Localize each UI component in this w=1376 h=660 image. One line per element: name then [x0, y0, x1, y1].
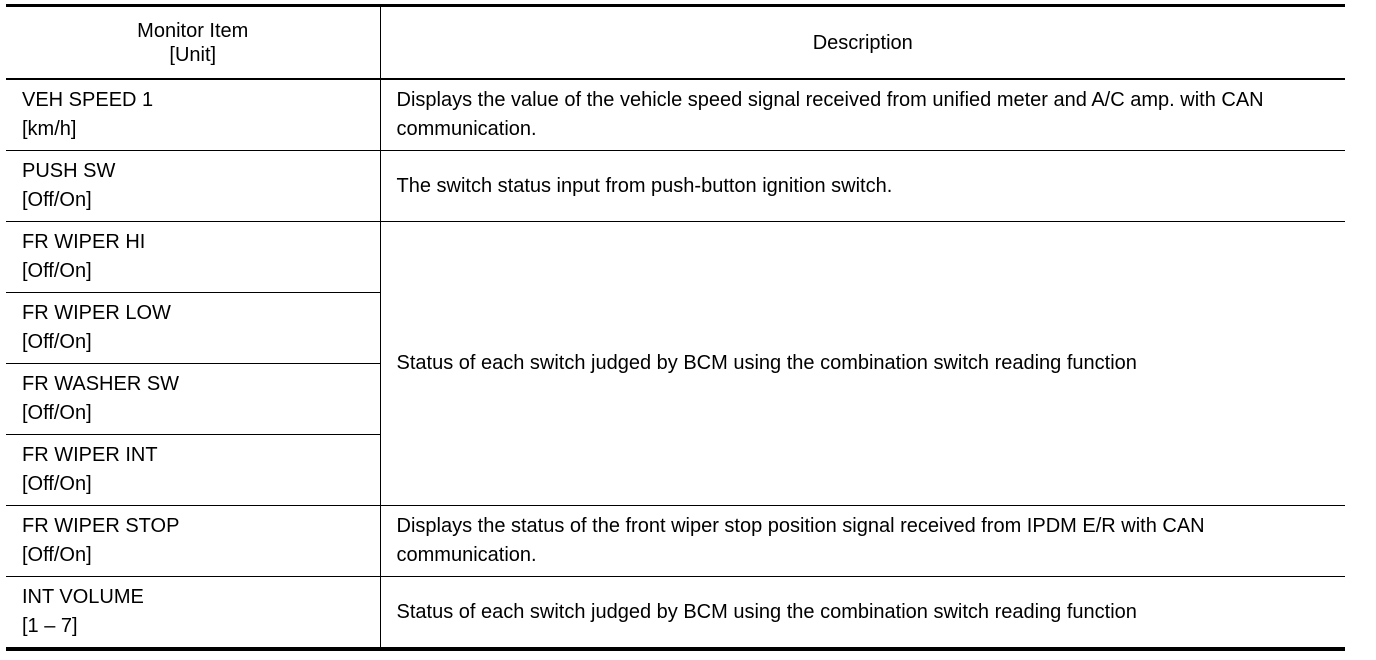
- description-cell: The switch status input from push-button…: [380, 150, 1345, 222]
- monitor-item-cell: FR WIPER STOP [Off/On]: [6, 505, 381, 577]
- monitor-item-unit: [Off/On]: [22, 402, 92, 424]
- description-cell: Displays the value of the vehicle speed …: [380, 79, 1345, 151]
- table-row: VEH SPEED 1 [km/h] Displays the value of…: [6, 79, 1345, 151]
- monitor-item-name: VEH SPEED 1: [22, 89, 154, 111]
- header-monitor-item: Monitor Item [Unit]: [6, 5, 381, 80]
- description-cell: Status of each switch judged by BCM usin…: [380, 576, 1345, 650]
- monitor-item-cell: FR WASHER SW [Off/On]: [6, 363, 381, 435]
- table-row: FR WIPER HI [Off/On] Status of each swit…: [6, 221, 1345, 506]
- monitor-item-cell: FR WIPER HI [Off/On]: [6, 221, 381, 293]
- monitor-item-name: INT VOLUME: [22, 586, 144, 608]
- monitor-item-unit: [km/h]: [22, 118, 77, 140]
- monitor-item-unit: [Off/On]: [22, 544, 92, 566]
- table-header-row: Monitor Item [Unit] Description: [6, 5, 1345, 80]
- monitor-item-unit: [Off/On]: [22, 331, 92, 353]
- table-row: FR WIPER INT [Off/On]: [6, 434, 1345, 506]
- table-row: FR WIPER LOW [Off/On]: [6, 292, 1345, 364]
- monitor-item-cell: PUSH SW [Off/On]: [6, 150, 381, 222]
- monitor-item-table: Monitor Item [Unit] Description VEH SPEE…: [6, 4, 1345, 651]
- header-unit-label: [Unit]: [169, 43, 217, 66]
- monitor-item-cell: INT VOLUME [1 – 7]: [6, 576, 381, 650]
- monitor-item-unit: [Off/On]: [22, 189, 92, 211]
- monitor-item-name: PUSH SW: [22, 160, 116, 182]
- document-page: Monitor Item [Unit] Description VEH SPEE…: [6, 4, 1345, 651]
- header-monitor-item-label: Monitor Item: [137, 19, 249, 42]
- table-row: PUSH SW [Off/On] The switch status input…: [6, 150, 1345, 222]
- monitor-item-name: FR WIPER INT: [22, 444, 158, 466]
- monitor-item-cell: VEH SPEED 1 [km/h]: [6, 79, 381, 151]
- table-row: FR WASHER SW [Off/On]: [6, 363, 1345, 435]
- monitor-item-name: FR WIPER HI: [22, 231, 146, 253]
- monitor-item-name: FR WIPER STOP: [22, 515, 180, 537]
- monitor-item-unit: [1 – 7]: [22, 615, 78, 637]
- description-cell-merged: Status of each switch judged by BCM usin…: [380, 221, 1345, 506]
- monitor-item-name: FR WIPER LOW: [22, 302, 171, 324]
- table-row: FR WIPER STOP [Off/On] Displays the stat…: [6, 505, 1345, 577]
- description-cell: Displays the status of the front wiper s…: [380, 505, 1345, 577]
- monitor-item-unit: [Off/On]: [22, 260, 92, 282]
- table-row: INT VOLUME [1 – 7] Status of each switch…: [6, 576, 1345, 650]
- monitor-item-unit: [Off/On]: [22, 473, 92, 495]
- header-description: Description: [380, 5, 1345, 80]
- monitor-item-cell: FR WIPER LOW [Off/On]: [6, 292, 381, 364]
- monitor-item-name: FR WASHER SW: [22, 373, 180, 395]
- monitor-item-cell: FR WIPER INT [Off/On]: [6, 434, 381, 506]
